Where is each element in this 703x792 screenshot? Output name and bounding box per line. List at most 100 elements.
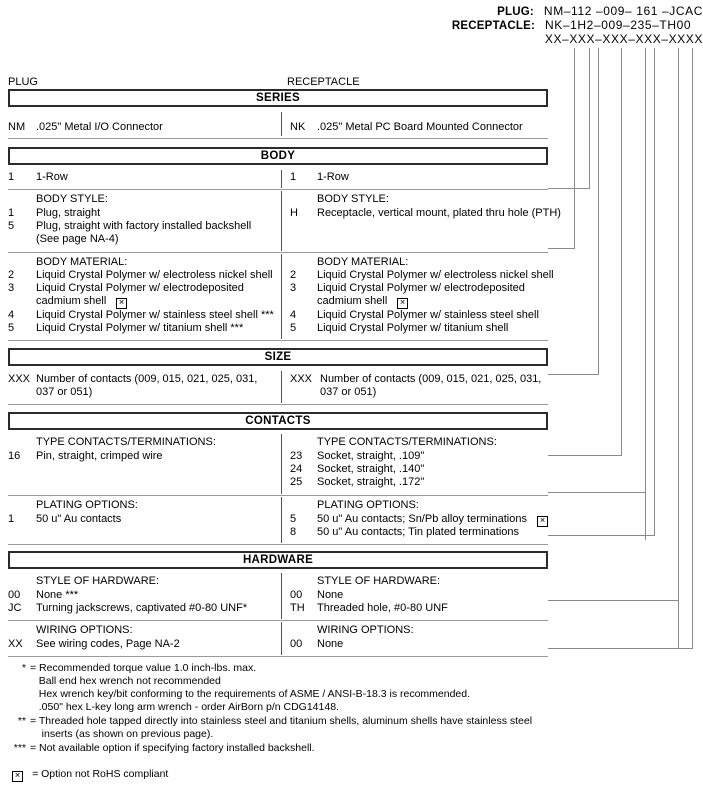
plating-divider	[281, 497, 282, 543]
part-number-row-plug: PLUG: NM–112 –009– 161 –JCAC	[420, 4, 703, 18]
wiring-bottom-rule	[8, 656, 548, 657]
body-material-plug-code-4: 5	[8, 322, 15, 334]
hardware-style-receptacle-code-1: TH	[290, 602, 305, 614]
series-plug-text: .025" Metal I/O Connector	[36, 121, 163, 133]
contacts-type-receptacle-code-1: 24	[290, 463, 303, 475]
size-receptacle-code: XXX	[290, 373, 313, 385]
body-material-receptacle-row-2: cadmium shell	[317, 295, 409, 309]
contacts-type-plug-text-0: Pin, straight, crimped wire	[36, 450, 163, 462]
series-plug-code: NM	[8, 121, 26, 133]
leader-elbow-plating	[548, 535, 655, 536]
plating-label-receptacle: PLATING OPTIONS:	[317, 499, 419, 511]
footnote-mark-1: **	[17, 715, 26, 727]
body-material-plug-text-4: Liquid Crystal Polymer w/ titanium shell…	[36, 322, 244, 334]
rohs-noncompliant-icon	[397, 298, 409, 309]
contacts-type-plug-code-0: 16	[8, 450, 21, 462]
wiring-plug-text-0: See wiring codes, Page NA-2	[36, 638, 180, 650]
leader-elbow-contact-type	[548, 492, 646, 493]
body-material-plug-text-3: Liquid Crystal Polymer w/ stainless stee…	[36, 309, 274, 321]
hardware-style-plug-code-0: 00	[8, 589, 21, 601]
rohs-legend-text: = Option not RoHS compliant	[32, 768, 169, 780]
leader-line-body-row	[589, 48, 590, 188]
section-title-body: BODY	[8, 147, 548, 165]
footnote-mark-2: ***	[13, 742, 26, 754]
leader-line-wiring	[692, 48, 693, 648]
part-number-row-template: XX–XXX–XXX–XXX–XXXX	[420, 32, 703, 46]
leader-elbow-hardware-style	[548, 600, 679, 601]
body-row-receptacle-text: 1-Row	[317, 171, 349, 183]
footnote-line-0-3: .050" hex L-key long arm wrench - order …	[30, 701, 339, 713]
leader-elbow-body-style	[548, 248, 575, 249]
body-material-plug-row-2: cadmium shell	[36, 295, 128, 309]
footnote-line-0-0: = Recommended torque value 1.0 inch-lbs.…	[30, 662, 257, 674]
plating-receptacle-code-1: 8	[290, 526, 297, 538]
size-bottom-rule	[8, 404, 548, 405]
body-material-receptacle-text-4: Liquid Crystal Polymer w/ titanium shell	[317, 322, 509, 334]
leader-line-size	[621, 48, 622, 455]
column-caption-receptacle: RECEPTACLE	[287, 76, 360, 88]
contacts-type-label-receptacle: TYPE CONTACTS/TERMINATIONS:	[317, 436, 497, 448]
leader-line-body-material	[598, 48, 599, 374]
column-caption-plug: PLUG	[8, 76, 38, 88]
contacts-type-bottom-rule	[8, 495, 548, 496]
leader-line-contact-type	[645, 48, 646, 540]
body-material-plug-text-0: Liquid Crystal Polymer w/ electroless ni…	[36, 269, 273, 281]
size-plug-line2: 037 or 051)	[36, 386, 93, 398]
size-receptacle-line2: 037 or 051)	[320, 386, 377, 398]
size-divider	[281, 371, 282, 403]
wiring-label-plug: WIRING OPTIONS:	[36, 624, 133, 636]
hardware-style-bottom-rule	[8, 620, 548, 621]
body-material-receptacle-code-1: 3	[290, 282, 297, 294]
body-style-plug-code-0: 1	[8, 207, 15, 219]
part-number-row-receptacle: RECEPTACLE: NK–1H2–009–235–TH00	[420, 18, 703, 32]
part-number-value-template: XX–XXX–XXX–XXX–XXXX	[544, 32, 703, 46]
body-material-receptacle-code-4: 5	[290, 322, 297, 334]
body-row-plug-text: 1-Row	[36, 171, 68, 183]
body-material-divider	[281, 254, 282, 339]
section-title-contacts: CONTACTS	[8, 412, 548, 430]
leader-line-plating	[654, 48, 655, 535]
size-receptacle-line1: Number of contacts (009, 015, 021, 025, …	[320, 373, 542, 385]
body-style-receptacle-code-0: H	[290, 207, 298, 219]
body-style-plug-text-1: Plug, straight with factory installed ba…	[36, 220, 252, 232]
leader-elbow-size	[548, 455, 622, 456]
hardware-style-label-plug: STYLE OF HARDWARE:	[36, 575, 160, 587]
section-title-series: SERIES	[8, 89, 548, 107]
body-material-receptacle-text-1: Liquid Crystal Polymer w/ electrodeposit…	[317, 282, 525, 294]
size-plug-code: XXX	[8, 373, 31, 385]
body-row-bottom-rule	[8, 189, 548, 190]
part-number-label-plug: PLUG:	[497, 6, 534, 18]
contacts-type-receptacle-text-1: Socket, straight, .140"	[317, 463, 425, 475]
body-style-plug-text-0: Plug, straight	[36, 207, 101, 219]
part-number-value-plug: NM–112 –009– 161 –JCAC	[543, 4, 703, 18]
body-style-plug-code-1: 5	[8, 220, 15, 232]
body-row-receptacle-code: 1	[290, 171, 297, 183]
part-number-value-receptacle: NK–1H2–009–235–TH00	[545, 18, 692, 32]
body-material-label-receptacle: BODY MATERIAL:	[317, 256, 409, 268]
hardware-style-receptacle-code-0: 00	[290, 589, 303, 601]
leader-line-body-style	[574, 48, 575, 248]
body-style-receptacle-text-0: Receptacle, vertical mount, plated thru …	[317, 207, 561, 219]
body-material-plug-code-1: 3	[8, 282, 15, 294]
plating-receptacle-text-0: 50 u" Au contacts; Sn/Pb alloy terminati…	[317, 513, 527, 525]
contacts-type-label-plug: TYPE CONTACTS/TERMINATIONS:	[36, 436, 216, 448]
size-plug-line1: Number of contacts (009, 015, 021, 025, …	[36, 373, 258, 385]
plating-plug-code-0: 1	[8, 513, 15, 525]
body-material-plug-text-2: cadmium shell	[36, 295, 107, 307]
section-title-hardware: HARDWARE	[8, 551, 548, 569]
series-column-divider	[281, 112, 282, 136]
body-material-receptacle-code-0: 2	[290, 269, 297, 281]
plating-receptacle-code-0: 5	[290, 513, 297, 525]
part-number-header: PLUG: NM–112 –009– 161 –JCAC RECEPTACLE:…	[420, 4, 703, 46]
footnote-line-0-1: Ball end hex wrench not recommended	[30, 675, 221, 687]
footnote-line-2-0: = Not available option if specifying fac…	[30, 742, 315, 754]
series-receptacle-text: .025" Metal PC Board Mounted Connector	[317, 121, 523, 133]
body-material-plug-text-1: Liquid Crystal Polymer w/ electrodeposit…	[36, 282, 244, 294]
contacts-type-divider	[281, 434, 282, 494]
body-style-label-receptacle: BODY STYLE:	[317, 193, 389, 205]
leader-elbow-body-material	[548, 374, 599, 375]
body-material-receptacle-text-2: cadmium shell	[317, 295, 388, 307]
contacts-type-receptacle-code-2: 25	[290, 476, 303, 488]
rohs-noncompliant-icon	[12, 771, 23, 782]
